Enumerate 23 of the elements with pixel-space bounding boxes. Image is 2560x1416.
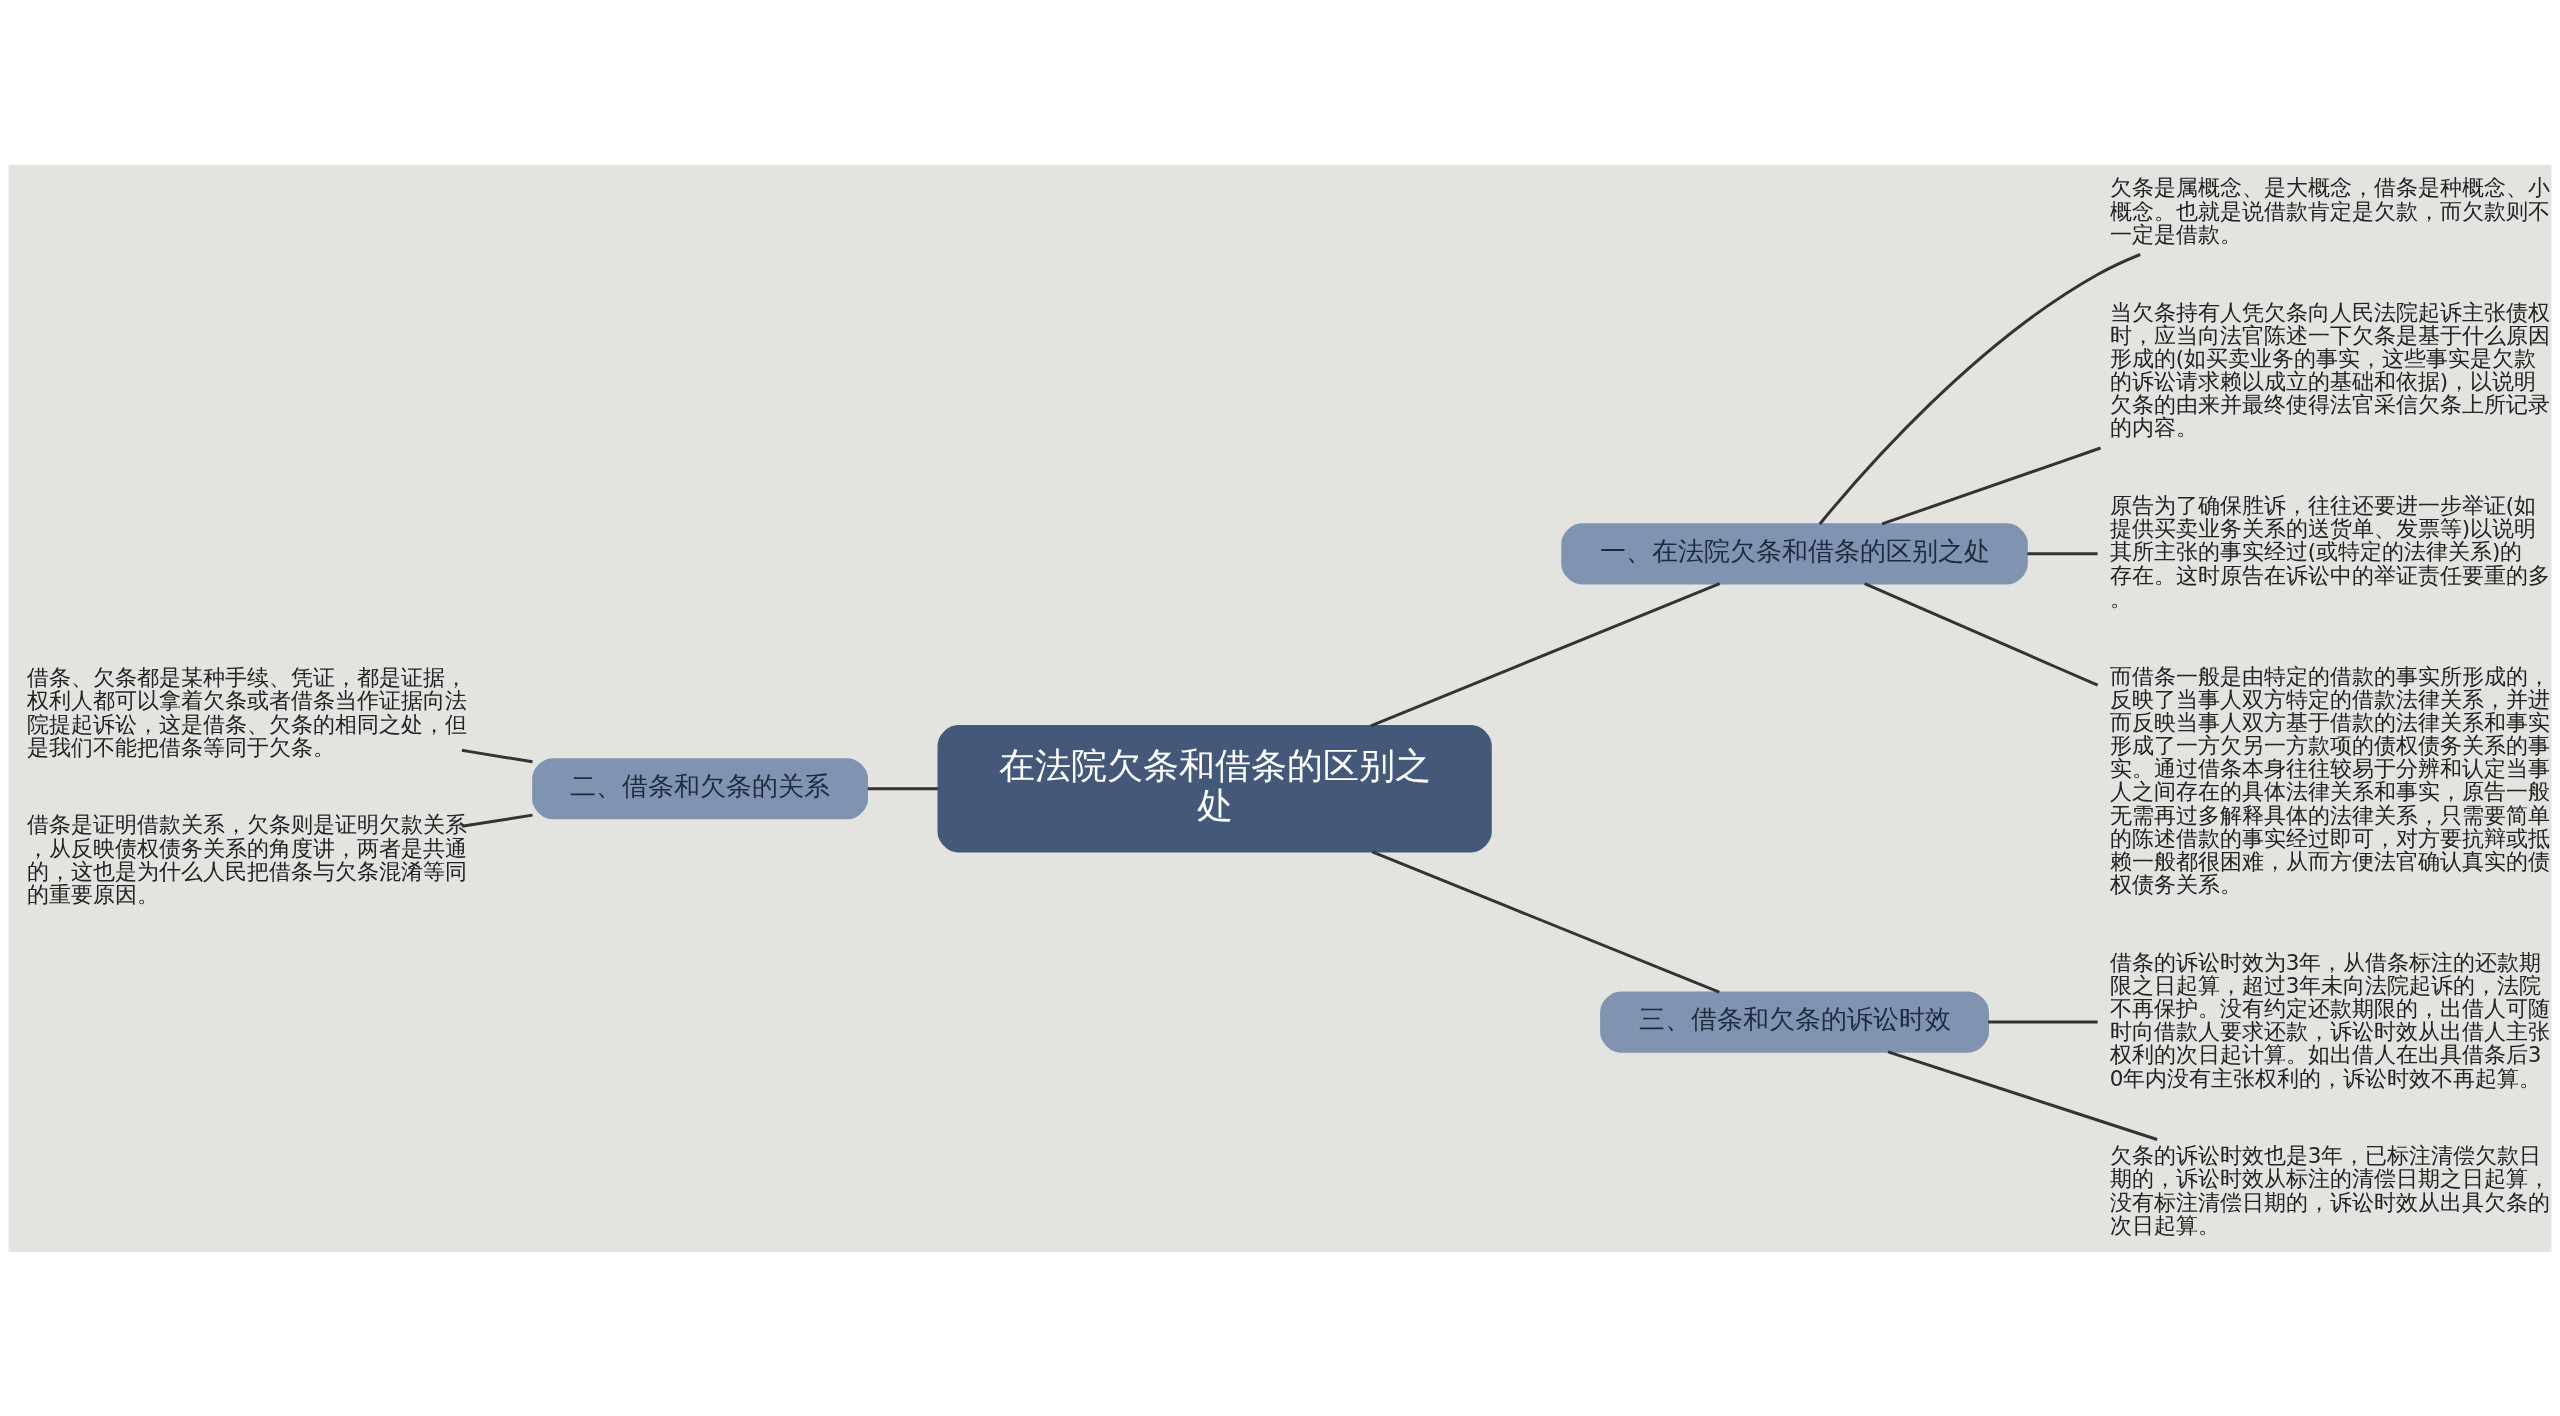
node-text: 而借条一般是由特定的借款的事实所形成的，反映了当事人双方特定的借款法律关系，并进而反映当事人双方基于借款的法律关系和事实形成了一方欠另一方款项的债权债务关系的事实。通过借条本身往往较易于分辨和认定当事人之间存在的具体法律关系和事实，原告一般无需再过多解释具体的法律关系，只需要简单的陈述借款的事实经过即可，对方要抗辩或抵赖一般都很困难，从而方便法官确认真实的债权债务关系。 (2109, 663, 2550, 897)
node-text: 借条是证明借款关系，欠条则是证明欠款关系，从反映债权债务关系的角度讲，两者是共通的，这也是为什么人民把借条与欠条混淆等同的重要原因。 (26, 811, 467, 907)
node-box: 在法院欠条和借条的区别之处 (937, 724, 1492, 852)
node-text: 借条的诉讼时效为3年，从借条标注的还款期限之日起算，超过3年未向法院起诉的，法院不再保护。没有约定还款期限的，出借人可随时向借款人要求还款，诉讼时效从出借人主张权利的次日起计算。如出借人在出具借条后30年内没有主张权利的，诉讼时效不再起算。 (2109, 949, 2550, 1091)
connector (867, 786, 938, 790)
connector (1371, 850, 1720, 994)
node-text: 原告为了确保胜诉，往往还要进一步举证(如提供买卖业务关系的送货单、发票等)以说明其所主张的事实经过(或特定的法律关系)的存在。这时原告在诉讼中的举证责任要重的多。 (2109, 492, 2550, 611)
connector (1887, 1050, 2158, 1141)
node-text: 借条、欠条都是某种手续、凭证，都是证据，权利人都可以拿着欠条或者借条当作证据向法院提起诉讼，这是借条、欠条的相同之处，但是我们不能把借条等同于欠条。 (26, 664, 467, 760)
node-box: 一、在法院欠条和借条的区别之处 (1561, 522, 2028, 584)
node-text: 欠条的诉讼时效也是3年，已标注清偿欠款日期的，诉讼时效从标注的清偿日期之日起算，没有标注清偿日期的，诉讼时效从出具欠条的次日起算。 (2109, 1142, 2550, 1238)
node-text: 欠条是属概念、是大概念，借条是种概念、小概念。也就是说借款肯定是欠款，而欠款则不一定是借款。 (2109, 174, 2550, 247)
node-box: 二、借条和欠条的关系 (532, 757, 869, 819)
node-box: 三、借条和欠条的诉讼时效 (1600, 990, 1989, 1053)
connector (1370, 581, 1721, 727)
connector (1881, 446, 2102, 525)
connector (1864, 581, 2099, 687)
connector (1818, 252, 2141, 525)
connector (461, 813, 533, 828)
connector (2027, 551, 2098, 555)
node-text: 当欠条持有人凭欠条向人民法院起诉主张债权时，应当向法官陈述一下欠条是基于什么原因形成的(如买卖业务的事实，这些事实是欠款的诉讼请求赖以成立的基础和依据)，以说明欠条的由来并最终使得法官采信欠条上所记录的内容。 (2109, 299, 2550, 440)
connector (1988, 1020, 2098, 1023)
connector (461, 748, 533, 763)
